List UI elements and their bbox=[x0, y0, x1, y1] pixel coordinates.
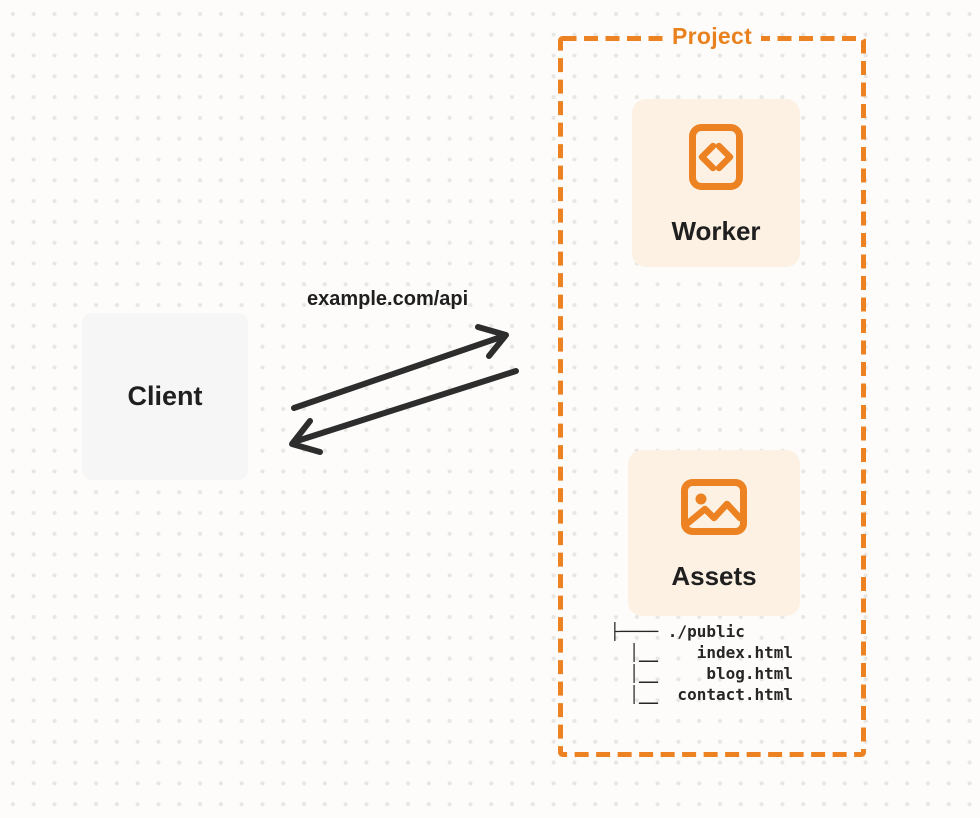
code-file-icon bbox=[689, 123, 743, 190]
project-title-wrap: Project bbox=[558, 23, 866, 50]
worker-node: Worker bbox=[632, 99, 800, 267]
image-icon bbox=[681, 478, 747, 535]
response-arrowhead bbox=[289, 418, 323, 455]
client-label: Client bbox=[127, 381, 203, 411]
response-arrow bbox=[289, 368, 519, 455]
assets-label: Assets bbox=[671, 560, 757, 591]
request-url-label: example.com/api bbox=[307, 288, 469, 310]
request-arrow bbox=[291, 324, 509, 411]
request-arrow-shaft bbox=[291, 334, 504, 411]
worker-label: Worker bbox=[671, 215, 761, 246]
client-node: Client bbox=[82, 313, 248, 480]
assets-node: Assets bbox=[628, 450, 800, 616]
response-arrow-shaft bbox=[294, 368, 519, 444]
assets-file-tree: ├──── ./public │__ index.html │__ blog.h… bbox=[610, 622, 794, 704]
request-arrowhead bbox=[475, 324, 509, 359]
project-title: Project bbox=[662, 23, 762, 50]
